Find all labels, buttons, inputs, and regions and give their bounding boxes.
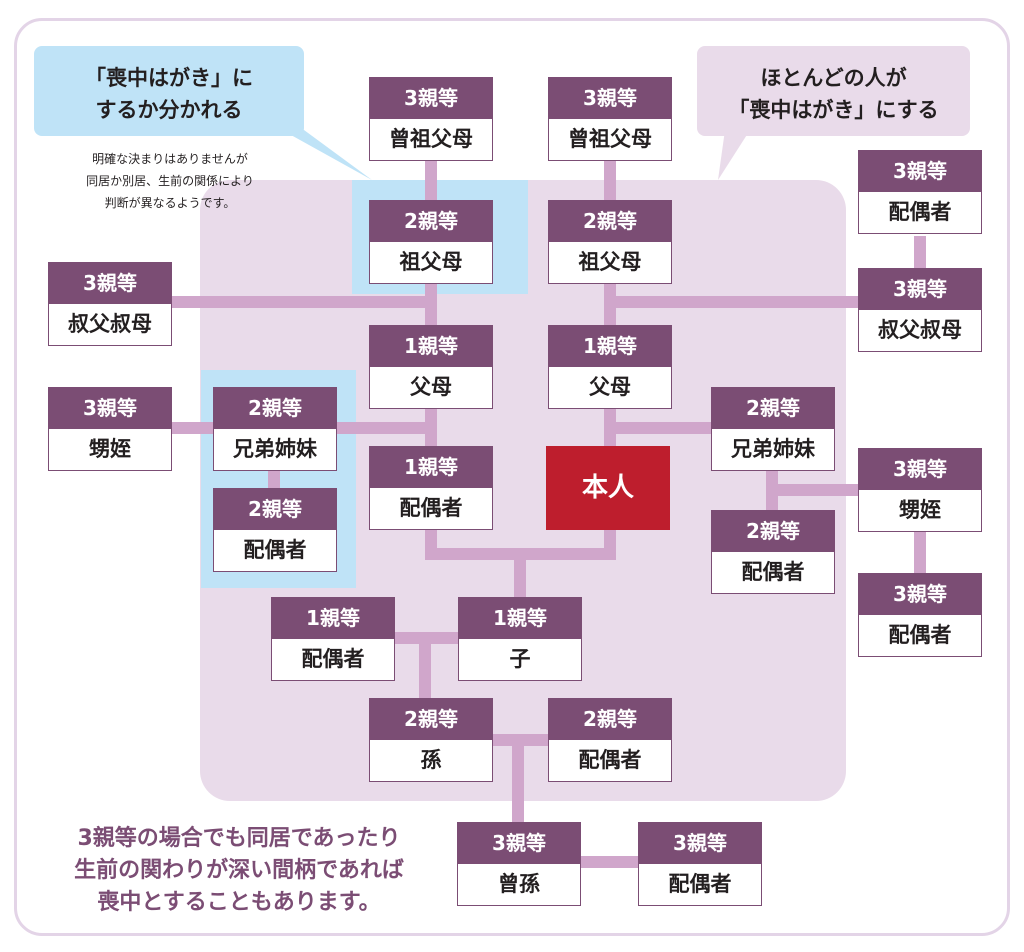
degree-label: 3親等 bbox=[49, 388, 171, 429]
relation-label: 甥姪 bbox=[89, 437, 131, 461]
degree-label: 2親等 bbox=[214, 489, 336, 530]
box-great-grandchild-spouse: 3親等 配偶者 bbox=[638, 822, 762, 906]
degree-label: 2親等 bbox=[370, 699, 492, 740]
bottom-note-line1: 3親等の場合でも同居であったり bbox=[77, 826, 401, 851]
relation-label: 兄弟姉妹 bbox=[731, 437, 815, 461]
degree-label: 2親等 bbox=[370, 201, 492, 242]
relation-label: 孫 bbox=[420, 748, 442, 772]
degree-label: 1親等 bbox=[370, 447, 492, 488]
relation-label: 曾祖父母 bbox=[389, 127, 473, 151]
box-child-spouse: 1親等 配偶者 bbox=[271, 597, 395, 681]
relation-label: 配偶者 bbox=[668, 872, 732, 896]
relation-label: 配偶者 bbox=[888, 200, 952, 224]
degree-label: 3親等 bbox=[859, 151, 981, 192]
box-nephew-niece-right: 3親等 甥姪 bbox=[858, 448, 982, 532]
box-siblings-spouse-left: 2親等 配偶者 bbox=[213, 488, 337, 572]
degree-label: 1親等 bbox=[549, 326, 671, 367]
relation-label: 祖父母 bbox=[399, 250, 463, 274]
box-siblings-spouse-right: 2親等 配偶者 bbox=[711, 510, 835, 594]
degree-label: 3親等 bbox=[639, 823, 761, 864]
relation-label: 配偶者 bbox=[243, 538, 307, 562]
most-callout: ほとんどの人が 「喪中はがき」にする bbox=[697, 46, 970, 136]
box-grandparents-right: 2親等 祖父母 bbox=[548, 200, 672, 284]
degree-label: 3親等 bbox=[859, 269, 981, 310]
box-parents-left: 1親等 父母 bbox=[369, 325, 493, 409]
degree-label: 1親等 bbox=[370, 326, 492, 367]
degree-label: 3親等 bbox=[49, 263, 171, 304]
box-siblings-left: 2親等 兄弟姉妹 bbox=[213, 387, 337, 471]
optional-note-line3: 判断が異なるようです。 bbox=[104, 196, 236, 210]
box-nephew-niece-spouse-right: 3親等 配偶者 bbox=[858, 573, 982, 657]
relation-label: 子 bbox=[509, 647, 531, 671]
optional-callout: 「喪中はがき」に するか分かれる bbox=[34, 46, 304, 136]
relation-label: 配偶者 bbox=[888, 623, 952, 647]
relation-label: 配偶者 bbox=[301, 647, 365, 671]
degree-label: 2親等 bbox=[712, 511, 834, 552]
degree-label: 3親等 bbox=[859, 449, 981, 490]
relation-label: 配偶者 bbox=[399, 496, 463, 520]
box-uncle-aunt-spouse-right: 3親等 配偶者 bbox=[858, 150, 982, 234]
relation-label: 曾祖父母 bbox=[568, 127, 652, 151]
relation-label: 叔父叔母 bbox=[68, 312, 152, 336]
relation-label: 配偶者 bbox=[741, 560, 805, 584]
degree-label: 3親等 bbox=[859, 574, 981, 615]
degree-label: 2親等 bbox=[549, 201, 671, 242]
box-self: 本人 bbox=[546, 446, 670, 530]
relation-label: 曾孫 bbox=[498, 872, 540, 896]
relation-label: 父母 bbox=[410, 375, 452, 399]
relation-label: 配偶者 bbox=[578, 748, 642, 772]
box-great-grandparents-right: 3親等 曾祖父母 bbox=[548, 77, 672, 161]
degree-label: 1親等 bbox=[272, 598, 394, 639]
most-callout-line1: ほとんどの人が bbox=[760, 66, 907, 90]
optional-callout-line1: 「喪中はがき」に bbox=[85, 66, 253, 90]
degree-label: 2親等 bbox=[712, 388, 834, 429]
degree-label: 3親等 bbox=[458, 823, 580, 864]
relation-label: 祖父母 bbox=[578, 250, 642, 274]
box-grandchild-spouse: 2親等 配偶者 bbox=[548, 698, 672, 782]
optional-note-line2: 同居か別居、生前の関係により bbox=[86, 174, 254, 188]
relation-label: 兄弟姉妹 bbox=[233, 437, 317, 461]
degree-label: 1親等 bbox=[459, 598, 581, 639]
box-nephew-niece-left: 3親等 甥姪 bbox=[48, 387, 172, 471]
degree-label: 2親等 bbox=[214, 388, 336, 429]
relation-label: 叔父叔母 bbox=[878, 318, 962, 342]
box-grandchild: 2親等 孫 bbox=[369, 698, 493, 782]
box-child: 1親等 子 bbox=[458, 597, 582, 681]
degree-label: 3親等 bbox=[370, 78, 492, 119]
box-spouse: 1親等 配偶者 bbox=[369, 446, 493, 530]
box-grandparents-left: 2親等 祖父母 bbox=[369, 200, 493, 284]
box-great-grandparents-left: 3親等 曾祖父母 bbox=[369, 77, 493, 161]
most-callout-line2: 「喪中はがき」にする bbox=[728, 98, 939, 122]
degree-label: 3親等 bbox=[549, 78, 671, 119]
bottom-note-line3: 喪中とすることもあります。 bbox=[97, 890, 381, 915]
relation-label: 甥姪 bbox=[899, 498, 941, 522]
box-siblings-right: 2親等 兄弟姉妹 bbox=[711, 387, 835, 471]
bottom-note-line2: 生前の関わりが深い間柄であれば bbox=[74, 858, 404, 883]
box-uncle-aunt-left: 3親等 叔父叔母 bbox=[48, 262, 172, 346]
box-uncle-aunt-right: 3親等 叔父叔母 bbox=[858, 268, 982, 352]
optional-note-line1: 明確な決まりはありませんが bbox=[92, 152, 248, 166]
optional-callout-line2: するか分かれる bbox=[95, 98, 243, 122]
box-parents-right: 1親等 父母 bbox=[548, 325, 672, 409]
degree-label: 2親等 bbox=[549, 699, 671, 740]
relation-label: 父母 bbox=[589, 375, 631, 399]
box-great-grandchild: 3親等 曾孫 bbox=[457, 822, 581, 906]
